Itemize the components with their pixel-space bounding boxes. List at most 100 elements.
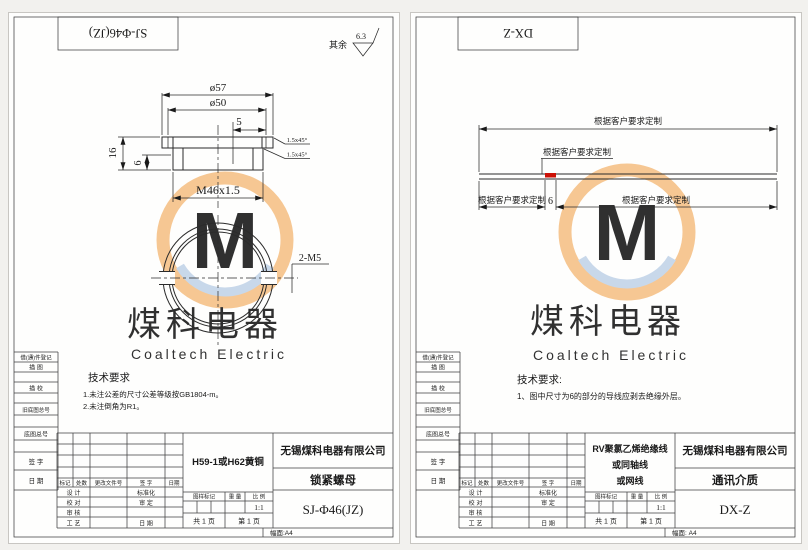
dim-custom-top: 根据客户要求定制: [594, 116, 662, 126]
company-name: 无锡煤科电器有限公司: [682, 444, 788, 457]
tech-title: 技术要求: [88, 371, 130, 384]
role-approve: 审 定: [139, 499, 153, 507]
dim-chamfer1: 1.5x45°: [287, 137, 308, 144]
rev-col-mark: 标记: [461, 479, 473, 487]
role-date: 日 期: [541, 520, 555, 528]
dim-strip-length: 6: [548, 196, 553, 207]
dim-custom-left: 根据客户要求定制: [478, 195, 546, 205]
material-line-3: 或网线: [616, 475, 643, 486]
dim-depth5: 5: [236, 116, 242, 128]
dim-dia50: ø50: [210, 97, 227, 109]
watermark-cn-text: 煤科电器: [530, 303, 686, 341]
corner-stamp-text: DX-Z: [503, 26, 533, 40]
side-registration-column: 借(通)件登记 描 图 描 校 旧底图总号 底图总号 签 字 日 期: [416, 351, 461, 491]
role-review: 审 核: [67, 509, 81, 517]
watermark-logo: M 煤科电器 Coaltech Electric: [530, 163, 696, 363]
dim-step6: 6: [133, 161, 144, 166]
tech-line-1: 1、图中尺寸为6的部分的导线应剥去绝缘外层。: [517, 391, 686, 401]
stamp-col-mark: 图样标记: [595, 493, 618, 501]
role-process: 工 艺: [469, 520, 483, 528]
drawing-sheet-cable: M 煤科电器 Coaltech Electric DX-Z 根据客户要求定制 根…: [410, 12, 802, 544]
dim-dia57: ø57: [210, 82, 227, 94]
dim-custom-right: 根据客户要求定制: [622, 195, 690, 205]
pages-total: 共 1 页: [193, 517, 215, 526]
title-block: 标记 处数 更改文件号 签 字 日期 设 计 校 对 审 核 工 艺 标准化 审…: [458, 432, 795, 537]
stamp-col-scale: 比 例: [655, 493, 668, 501]
rev-col-docno: 更改文件号: [95, 479, 123, 487]
drawing-sheet-locknut: M 煤科电器 Coaltech Electric SJ-Φ46(JZ) 其余 6…: [8, 12, 400, 544]
tech-line-1: 1.未注公差的尺寸公差等级按GB1804-m。: [83, 389, 223, 399]
side-label-borrow: 借(通)件登记: [422, 354, 454, 362]
side-label-old-master: 旧底图总号: [22, 406, 50, 414]
page-number: 第 1 页: [640, 517, 662, 526]
rev-col-date: 日期: [570, 480, 582, 487]
section-dimensions: ø57 ø50 5 16 6 M46x1.5 1.5x45° 1.5x45°: [107, 82, 310, 202]
scale-value: 1:1: [656, 503, 666, 512]
role-approve: 审 定: [541, 499, 555, 507]
corner-stamp: SJ-Φ46(JZ): [57, 16, 179, 51]
technical-requirements: 技术要求 1.未注公差的尺寸公差等级按GB1804-m。 2.未注倒角为R1。: [83, 371, 223, 411]
role-date: 日 期: [139, 520, 153, 528]
side-label-trace: 描 图: [431, 364, 445, 372]
watermark-en-text: Coaltech Electric: [533, 347, 689, 363]
company-name: 无锡煤科电器有限公司: [280, 444, 386, 457]
rev-col-sign: 签 字: [542, 479, 555, 487]
stripped-section-highlight: [545, 173, 556, 178]
rev-col-count: 处数: [76, 479, 88, 487]
side-label-master: 底图总号: [24, 431, 48, 439]
side-label-trace-check: 描 校: [431, 385, 445, 393]
rev-col-sign: 签 字: [140, 479, 153, 487]
role-check: 校 对: [67, 499, 81, 507]
page-number: 第 1 页: [238, 517, 260, 526]
role-design: 设 计: [469, 489, 483, 497]
tech-line-2: 2.未注倒角为R1。: [83, 401, 144, 411]
part-name: 锁紧螺母: [310, 473, 356, 487]
paper-format: 幅面: A4: [672, 528, 697, 537]
rev-col-date: 日期: [168, 480, 180, 487]
dim-holes-2M5: 2-M5: [299, 253, 321, 264]
watermark-letter: M: [594, 188, 661, 277]
section-view: [161, 125, 274, 208]
role-standard: 标准化: [137, 489, 155, 497]
dim-chamfer2: 1.5x45°: [287, 152, 308, 159]
stamp-col-weight: 重 量: [631, 493, 644, 501]
technical-requirements: 技术要求: 1、图中尺寸为6的部分的导线应剥去绝缘外层。: [517, 373, 686, 401]
side-label-old-master: 旧底图总号: [424, 406, 452, 414]
part-name: 通讯介质: [712, 473, 758, 487]
role-process: 工 艺: [67, 520, 81, 528]
stamp-col-weight: 重 量: [229, 493, 242, 501]
tech-title: 技术要求:: [517, 373, 562, 386]
part-number: DX-Z: [719, 502, 750, 517]
role-check: 校 对: [469, 499, 483, 507]
side-label-borrow: 借(通)件登记: [20, 354, 52, 362]
role-standard: 标准化: [539, 489, 557, 497]
material-line-2: 或同轴线: [612, 459, 648, 470]
scale-value: 1:1: [254, 503, 264, 512]
cable-view: 根据客户要求定制 根据客户要求定制 根据客户要求定制 6 根据客户要求定制: [478, 116, 778, 210]
title-block: 标记 处数 更改文件号 签 字 日期 设 计 校 对 审 核 工 艺 标准化 审…: [56, 432, 393, 537]
dim-custom-mid: 根据客户要求定制: [543, 147, 611, 157]
role-design: 设 计: [67, 489, 81, 497]
watermark-en-text: Coaltech Electric: [131, 346, 287, 362]
material-cell: H59-1或H62黄铜: [192, 456, 264, 468]
rev-col-count: 处数: [478, 479, 490, 487]
side-label-trace-check: 描 校: [29, 385, 43, 393]
side-label-sign: 签 字: [431, 457, 446, 466]
side-label-sign: 签 字: [29, 457, 44, 466]
role-review: 审 核: [469, 509, 483, 517]
surface-roughness-note: 其余 6.3: [329, 27, 380, 57]
roughness-prefix: 其余: [329, 39, 347, 50]
watermark-letter: M: [192, 196, 259, 285]
side-label-trace: 描 图: [29, 364, 43, 372]
rev-col-docno: 更改文件号: [497, 479, 525, 487]
rev-col-mark: 标记: [59, 479, 71, 487]
side-label-date: 日 期: [431, 477, 446, 485]
stamp-col-scale: 比 例: [253, 493, 266, 501]
side-label-master: 底图总号: [426, 431, 450, 439]
stamp-col-mark: 图样标记: [193, 493, 216, 501]
paper-format: 幅面:A4: [270, 528, 293, 537]
roughness-value: 6.3: [356, 32, 366, 41]
drawing-frame: [13, 16, 394, 538]
material-line-1: RV聚氯乙烯绝缘线: [592, 443, 667, 454]
